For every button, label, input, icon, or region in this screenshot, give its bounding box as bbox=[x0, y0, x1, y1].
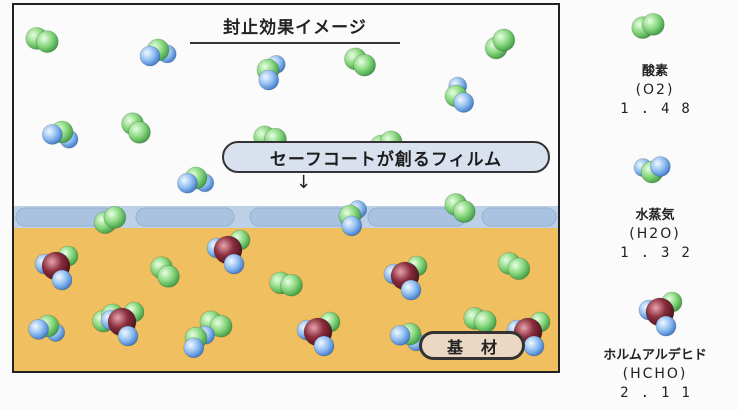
oxygen-molecule-icon bbox=[121, 112, 151, 144]
legend-icons bbox=[631, 12, 683, 337]
oxygen-molecule-icon bbox=[93, 205, 127, 235]
legend-oxygen-name: 酸素 bbox=[641, 64, 668, 79]
water-molecule-icon bbox=[183, 325, 215, 359]
legend-formaldehyde-formula: (HCHO) bbox=[622, 366, 688, 382]
substrate-label: 基材 bbox=[419, 331, 525, 360]
formaldehyde-molecule-icon bbox=[638, 291, 683, 337]
down-arrow-icon: ↓ bbox=[296, 172, 312, 193]
water-molecule-icon bbox=[444, 76, 475, 113]
formaldehyde-molecule-icon bbox=[34, 245, 79, 291]
legend-oxygen-formula: (O2) bbox=[635, 82, 675, 98]
diagram-frame bbox=[12, 3, 560, 373]
legend-water: 水蒸気 (H2O) 1.32 bbox=[590, 206, 720, 263]
formaldehyde-molecule-icon bbox=[206, 229, 251, 275]
diagram-title: 封止効果イメージ bbox=[223, 18, 367, 38]
oxygen-molecule-icon bbox=[463, 306, 497, 334]
formaldehyde-molecule-icon bbox=[100, 301, 145, 347]
substrate-label-text: 基材 bbox=[446, 337, 515, 357]
legend-oxygen: 酸素 (O2) 1.48 bbox=[590, 62, 720, 119]
oxygen-molecule-icon bbox=[150, 256, 180, 288]
oxygen-molecule-icon bbox=[344, 47, 376, 77]
oxygen-molecule-icon bbox=[497, 251, 531, 281]
film-segments bbox=[15, 207, 557, 227]
water-molecule-icon bbox=[256, 54, 286, 91]
oxygen-molecule-icon bbox=[484, 28, 516, 60]
legend-water-value: 1.32 bbox=[620, 245, 702, 261]
oxygen-molecule-icon bbox=[269, 271, 303, 297]
formaldehyde-molecule-icon bbox=[296, 311, 341, 357]
oxygen-molecule-icon bbox=[444, 193, 476, 223]
film-label-text: セーフコートが創るフィルム bbox=[269, 149, 503, 170]
legend-water-formula: (H2O) bbox=[629, 226, 681, 242]
legend-oxygen-value: 1.48 bbox=[620, 101, 702, 117]
film-label: セーフコートが創るフィルム bbox=[222, 141, 550, 173]
water-molecule-icon bbox=[28, 314, 66, 342]
water-molecule-icon bbox=[338, 200, 368, 237]
legend-water-name: 水蒸気 bbox=[635, 208, 675, 223]
formaldehyde-molecule-icon bbox=[383, 255, 428, 301]
water-molecule-icon bbox=[139, 38, 177, 67]
legend-formaldehyde-name: ホルムアルデヒド bbox=[603, 348, 707, 363]
water-molecule-icon bbox=[41, 120, 79, 149]
legend-formaldehyde: ホルムアルデヒド (HCHO) 2.11 bbox=[590, 346, 720, 403]
water-molecule-icon bbox=[177, 166, 215, 194]
title-underline bbox=[190, 42, 400, 44]
water-molecule-icon bbox=[633, 156, 671, 184]
oxygen-molecule-icon bbox=[631, 12, 665, 40]
legend-formaldehyde-value: 2.11 bbox=[620, 385, 702, 401]
oxygen-molecule-icon bbox=[25, 26, 59, 54]
